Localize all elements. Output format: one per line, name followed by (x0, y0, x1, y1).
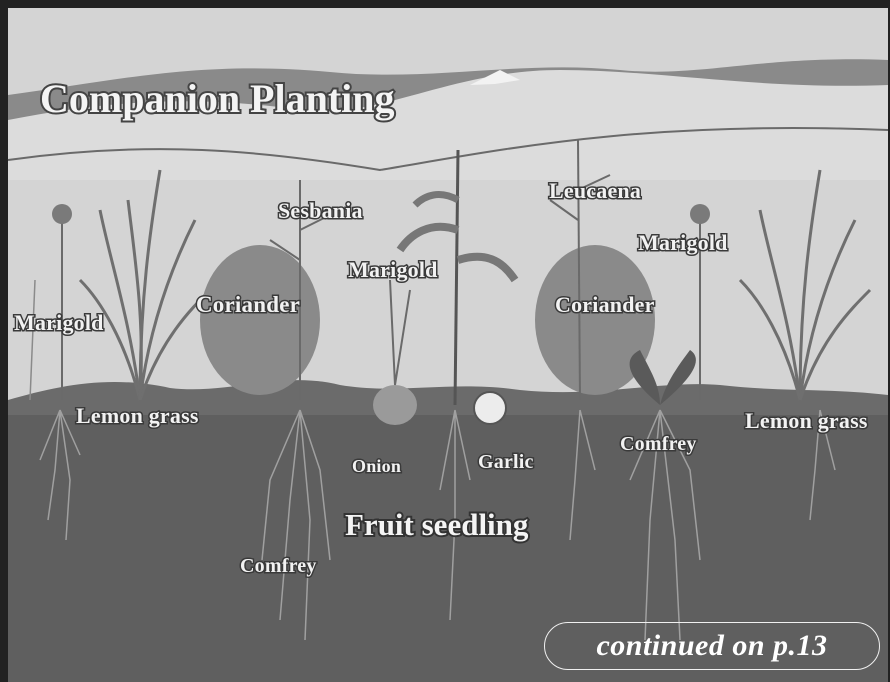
label-sesbania: Sesbania (278, 198, 363, 223)
marigold-left-plant (29, 204, 72, 401)
fruit-seedling-plant (396, 149, 519, 406)
label-fruit-seedling: Fruit seedling (345, 507, 529, 542)
label-marigold-right: Marigold (638, 230, 728, 255)
label-marigold-left: Marigold (14, 310, 104, 335)
onion-plant (373, 279, 417, 425)
label-coriander-left: Coriander (196, 292, 300, 317)
sesbania-plant (269, 180, 331, 400)
leucaena-plant (549, 139, 611, 401)
snow-peak (470, 70, 520, 85)
label-lemon-grass-right: Lemon grass (745, 408, 868, 433)
coriander-right-plant (535, 245, 655, 395)
roots (39, 409, 836, 641)
label-comfrey-left: Comfrey (240, 555, 317, 577)
title: Companion Planting (40, 76, 395, 121)
label-lemon-grass-left: Lemon grass (76, 403, 199, 428)
continued-note: continued on p.13 (544, 622, 880, 670)
comfrey-right-plant (629, 350, 696, 405)
label-coriander-right: Coriander (555, 292, 655, 317)
marigold-right-plant (690, 204, 710, 400)
label-garlic: Garlic (478, 451, 534, 473)
lemon-grass-right-plant (738, 169, 872, 401)
garlic-bulb (473, 391, 507, 425)
mid-hills (8, 70, 888, 180)
continued-note-text: continued on p.13 (596, 629, 828, 662)
label-comfrey-right: Comfrey (620, 433, 697, 455)
soil (8, 399, 888, 682)
label-marigold-center: Marigold (348, 257, 438, 282)
label-onion: Onion (352, 456, 401, 476)
hill-line (7, 127, 889, 172)
label-leucaena: Leucaena (549, 178, 641, 203)
coriander-left-plant (200, 245, 320, 395)
